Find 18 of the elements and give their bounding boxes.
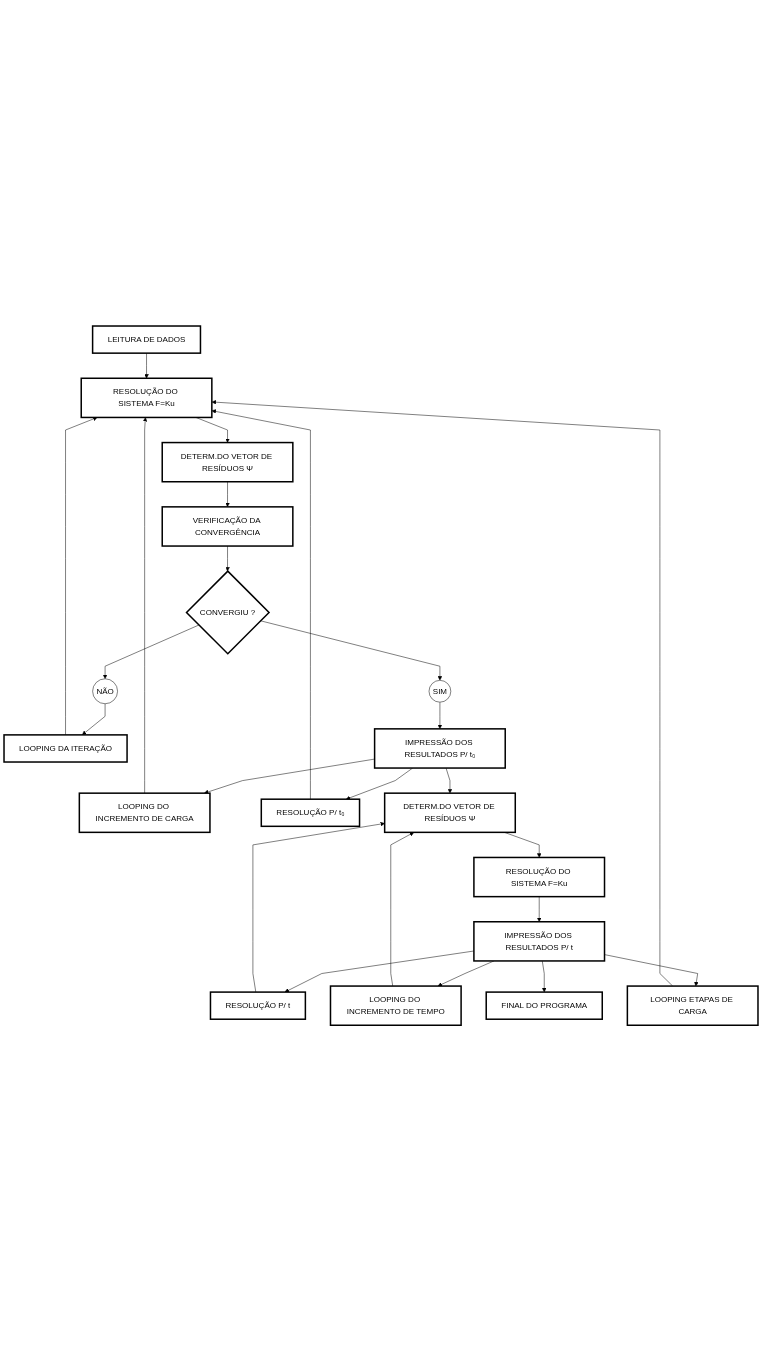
node-box: IMPRESSÃO DOS RESULTADOS P/ t bbox=[473, 921, 606, 963]
node-diamond: CONVERGIU ? bbox=[185, 570, 271, 656]
node-circle: NÃO bbox=[92, 678, 118, 705]
node-box: LEITURA DE DADOS bbox=[91, 325, 202, 355]
node-box: RESOLUÇÃO P/ t₀ bbox=[260, 798, 361, 828]
node-box: FINAL DO PROGRAMA bbox=[485, 991, 603, 1021]
node-circle: SIM bbox=[428, 680, 452, 703]
node-box: LOOPING DA ITERAÇÃO bbox=[3, 734, 128, 764]
node-box: RESOLUÇÃO DO SISTEMA F=Ku bbox=[473, 857, 606, 898]
node-box: RESOLUÇÃO DO SISTEMA F=Ku bbox=[80, 377, 213, 419]
node-box: DETERM.DO VETOR DE RESÍDUOS Ψ bbox=[383, 792, 517, 834]
node-box: LOOPING DO INCREMENTO DE TEMPO bbox=[329, 985, 462, 1027]
node-box: IMPRESSÃO DOS RESULTADOS P/ t₀ bbox=[373, 728, 506, 770]
node-box: RESOLUÇÃO P/ t bbox=[209, 991, 307, 1021]
node-box: VERIFICAÇÃO DA CONVERGÊNCIA bbox=[161, 506, 294, 548]
node-box: LOOPING ETAPAS DE CARGA bbox=[626, 985, 759, 1027]
node-box: DETERM.DO VETOR DE RESÍDUOS Ψ bbox=[161, 442, 294, 483]
node-box: LOOPING DO INCREMENTO DE CARGA bbox=[78, 792, 211, 834]
